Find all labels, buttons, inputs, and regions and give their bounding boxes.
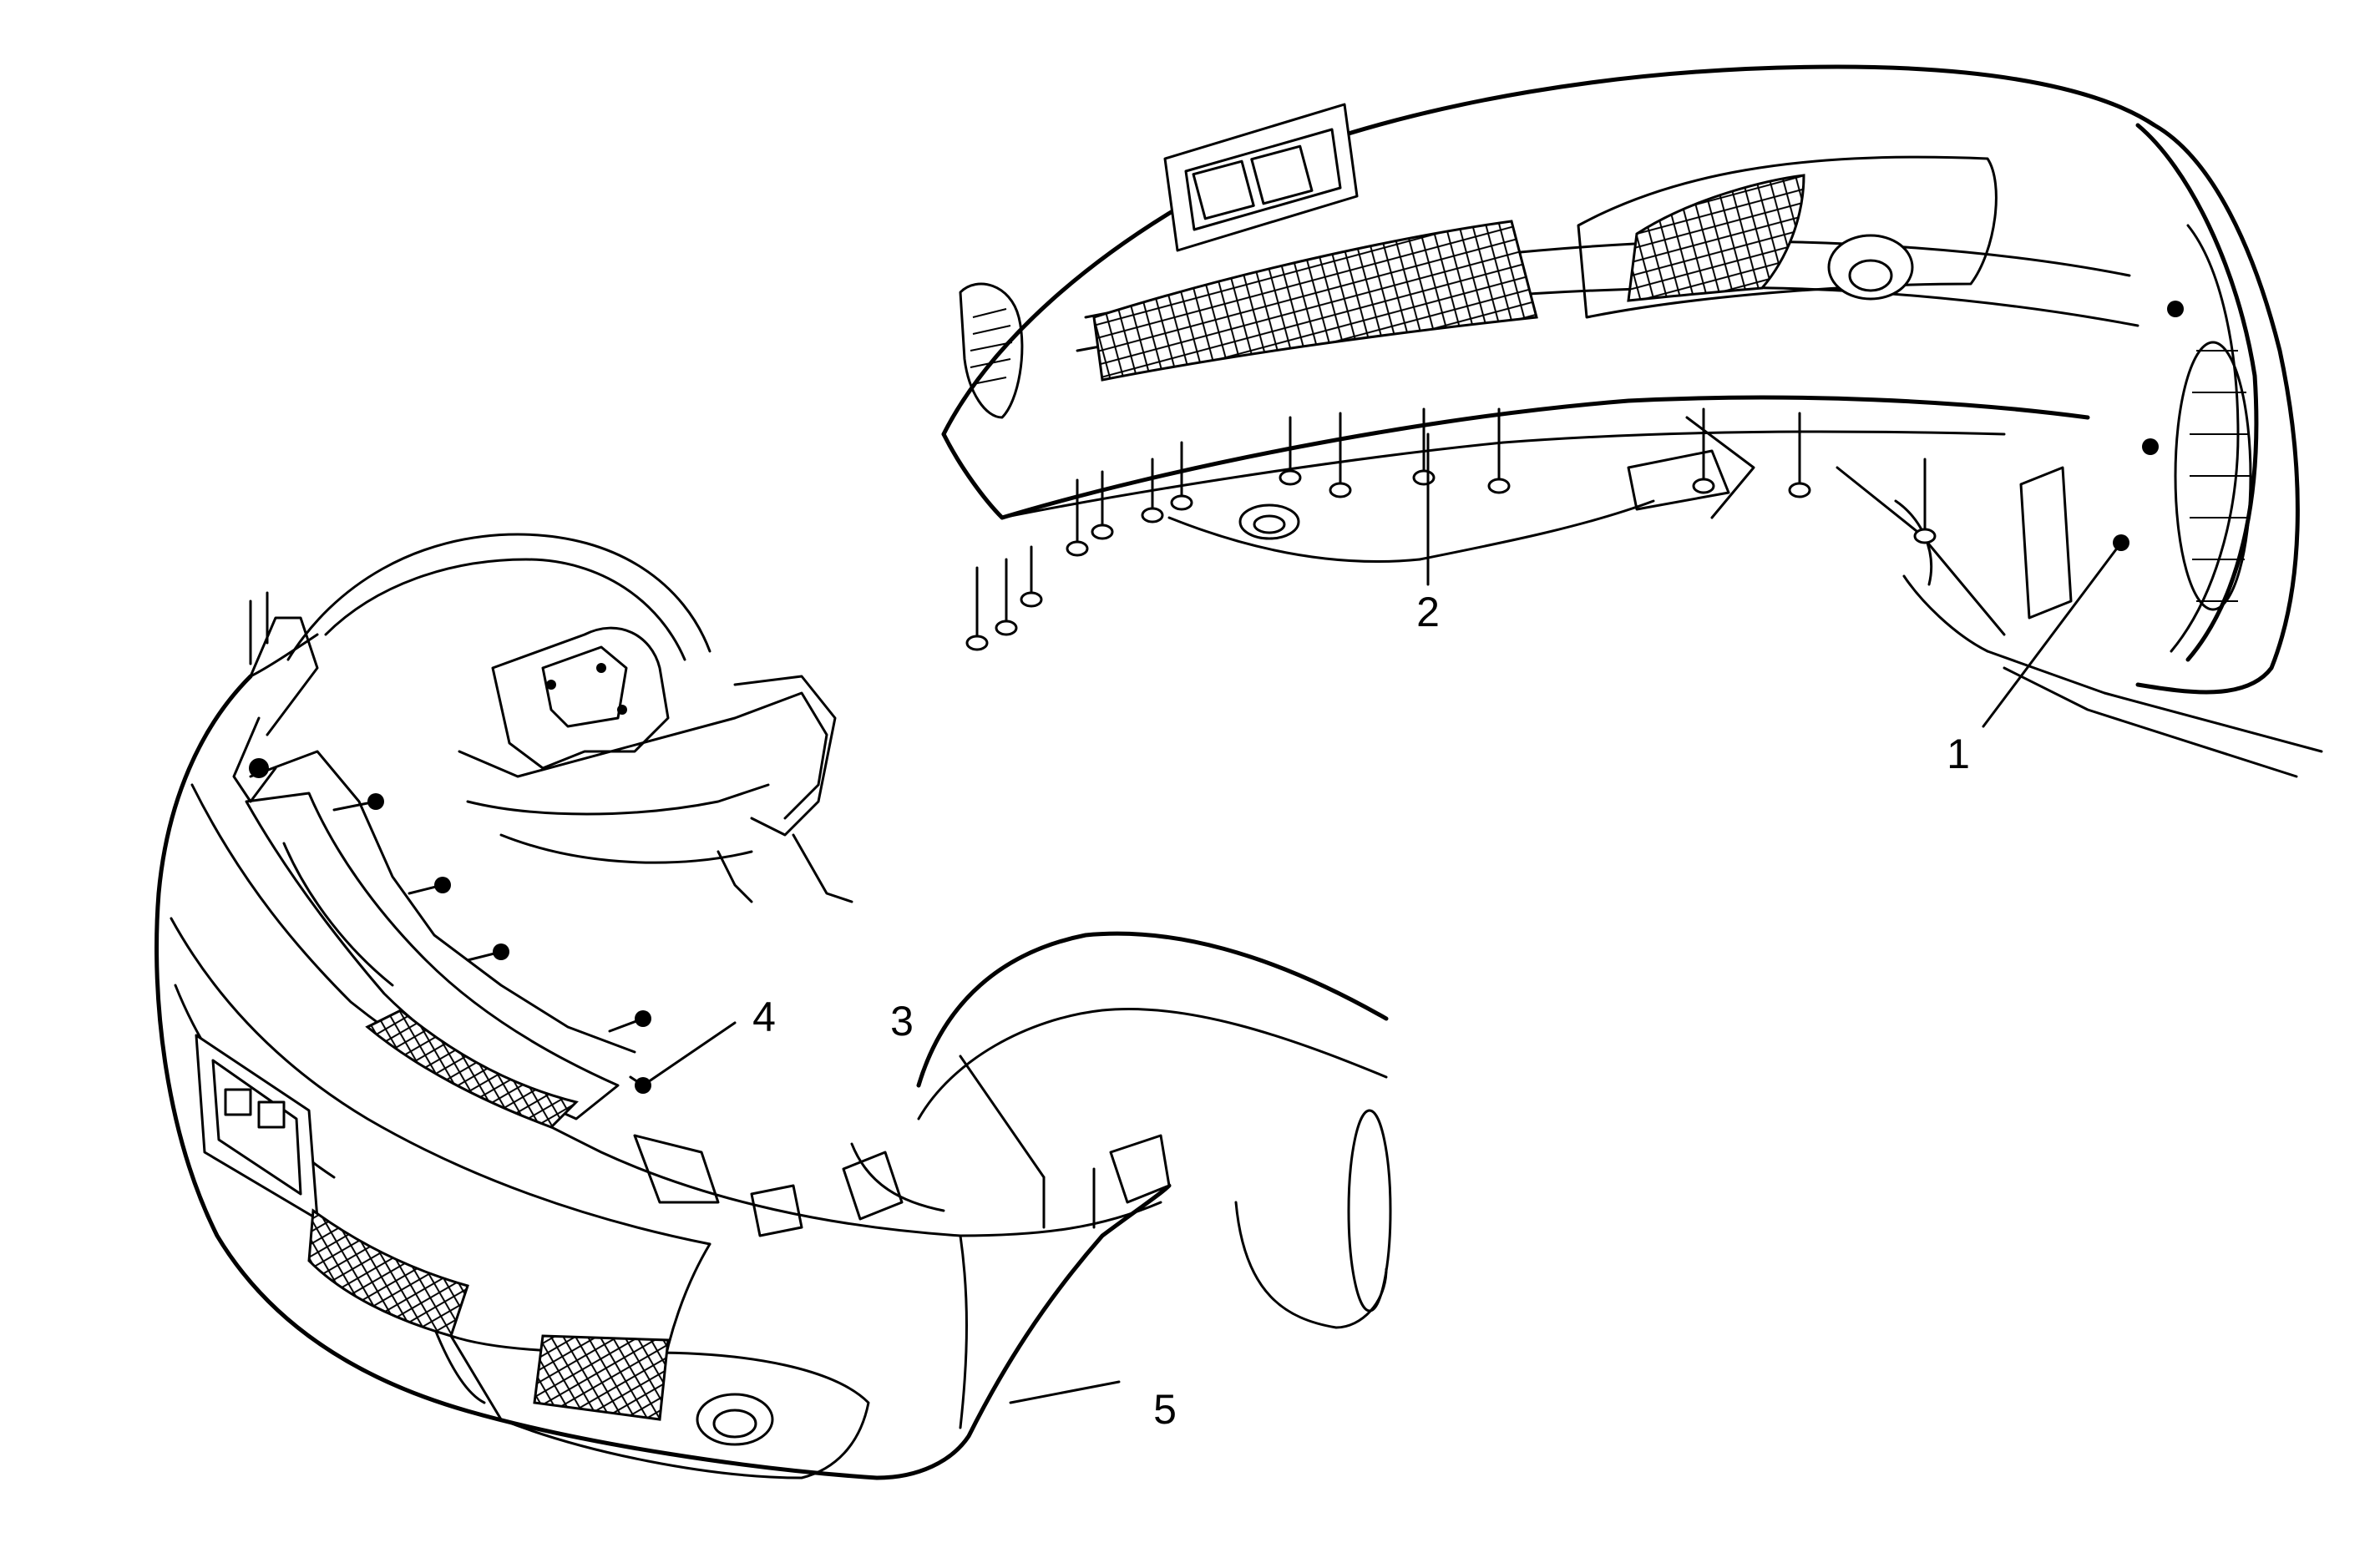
callout-3: 3 xyxy=(890,998,914,1045)
lower-grille-right xyxy=(533,1334,670,1421)
callout-1: 1 xyxy=(1947,731,1970,777)
callout-2: 2 xyxy=(1416,589,1440,635)
front-fog-lamp xyxy=(696,1393,774,1446)
callout-4: 4 xyxy=(752,994,776,1040)
leader-line-3 xyxy=(959,1055,1046,1179)
top-fascia-outline xyxy=(941,64,2300,695)
left-fender-liner xyxy=(286,533,711,661)
right-fender-liner xyxy=(916,931,1389,1088)
top-bumper-view xyxy=(941,64,2323,778)
top-fascia-lower-lip xyxy=(941,395,2090,520)
top-side-grille xyxy=(1627,174,1805,302)
top-center-grille xyxy=(1092,220,1538,382)
upper-grille-mesh xyxy=(365,1009,579,1129)
top-fog-lamp xyxy=(1827,234,1914,301)
upper-grille-panel xyxy=(245,792,620,1120)
callout-5: 5 xyxy=(1153,1386,1177,1433)
lower-grille-left xyxy=(307,1208,469,1338)
leader-line-5 xyxy=(1009,1380,1121,1404)
bottom-fasteners xyxy=(249,591,1171,1229)
bottom-bumper-view xyxy=(154,533,1392,1480)
top-fasteners xyxy=(965,301,2184,651)
top-wheel-opening xyxy=(2135,123,2259,662)
leader-line-4 xyxy=(641,1021,737,1087)
leader-line-1 xyxy=(1982,541,2123,728)
